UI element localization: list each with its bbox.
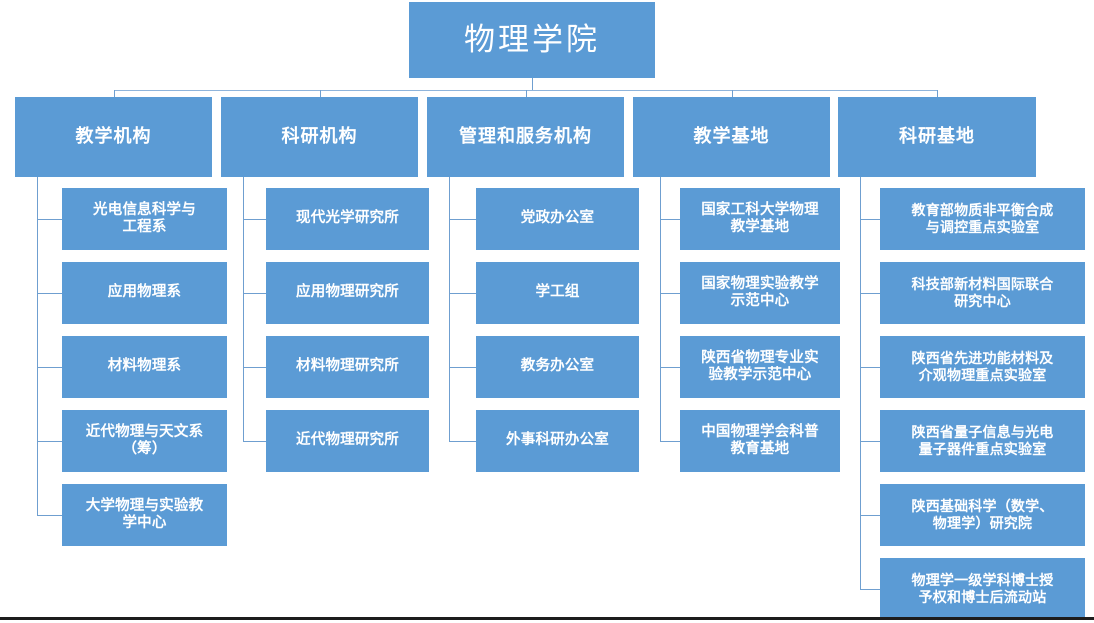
header-drop-connector-1 xyxy=(114,90,115,97)
child-node-4-4-label: 中国物理学会科普教育基地 xyxy=(701,423,819,457)
child-node-5-2-label: 科技部新材料国际联合研究中心 xyxy=(911,276,1054,309)
child-stub-2-3 xyxy=(243,367,266,368)
branch-trunk-3 xyxy=(449,177,450,441)
child-stub-2-4 xyxy=(243,441,266,442)
child-stub-1-5 xyxy=(37,515,62,516)
header-drop-connector-2 xyxy=(320,90,321,97)
child-stub-5-2 xyxy=(860,293,880,294)
child-stub-4-4 xyxy=(660,441,680,442)
child-stub-3-2 xyxy=(449,293,476,294)
child-node-4-2-label: 国家物理实验教学示范中心 xyxy=(701,275,819,309)
child-stub-1-4 xyxy=(37,441,62,442)
child-node-5-1-label: 教育部物质非平衡合成与调控重点实验室 xyxy=(911,202,1054,235)
child-node-1-4[interactable]: 近代物理与天文系（筹） xyxy=(62,410,227,472)
branch-header-3[interactable]: 管理和服务机构 xyxy=(427,97,624,177)
header-drop-connector-5 xyxy=(937,90,938,97)
header-drop-connector-3 xyxy=(526,90,527,97)
child-stub-5-4 xyxy=(860,441,880,442)
header-bus-connector xyxy=(114,90,937,91)
child-node-4-1-label: 国家工科大学物理教学基地 xyxy=(701,201,819,235)
branch-header-5-label: 科研基地 xyxy=(899,126,975,147)
child-stub-5-1 xyxy=(860,219,880,220)
child-node-1-5[interactable]: 大学物理与实验教学中心 xyxy=(62,484,227,546)
child-node-3-1-label: 党政办公室 xyxy=(520,210,595,227)
child-node-4-3[interactable]: 陕西省物理专业实验教学示范中心 xyxy=(680,336,840,398)
branch-header-1-label: 教学机构 xyxy=(75,126,152,147)
child-node-1-2-label: 应用物理系 xyxy=(107,284,182,301)
branch-trunk-2 xyxy=(243,177,244,441)
child-stub-1-1 xyxy=(37,219,62,220)
branch-header-2-label: 科研机构 xyxy=(281,126,358,147)
branch-trunk-5 xyxy=(860,177,861,589)
child-node-5-6[interactable]: 物理学一级学科博士授予权和博士后流动站 xyxy=(880,558,1085,620)
child-node-2-1[interactable]: 现代光学研究所 xyxy=(266,188,429,250)
child-stub-3-3 xyxy=(449,367,476,368)
child-node-2-2-label: 应用物理研究所 xyxy=(296,284,399,301)
branch-header-1[interactable]: 教学机构 xyxy=(15,97,212,177)
child-stub-2-2 xyxy=(243,293,266,294)
header-drop-connector-4 xyxy=(732,90,733,97)
child-stub-4-1 xyxy=(660,219,680,220)
child-stub-1-2 xyxy=(37,293,62,294)
child-node-1-1[interactable]: 光电信息科学与工程系 xyxy=(62,188,227,250)
child-node-5-1[interactable]: 教育部物质非平衡合成与调控重点实验室 xyxy=(880,188,1085,250)
branch-trunk-4 xyxy=(660,177,661,441)
child-node-2-3-label: 材料物理研究所 xyxy=(296,358,399,375)
branch-header-4[interactable]: 教学基地 xyxy=(633,97,830,177)
child-node-3-2[interactable]: 学工组 xyxy=(476,262,639,324)
child-node-2-3[interactable]: 材料物理研究所 xyxy=(266,336,429,398)
child-stub-1-3 xyxy=(37,367,62,368)
child-node-5-3-label: 陕西省先进功能材料及介观物理重点实验室 xyxy=(911,350,1054,383)
child-node-2-4[interactable]: 近代物理研究所 xyxy=(266,410,429,472)
child-node-1-4-label: 近代物理与天文系（筹） xyxy=(85,423,204,457)
branch-trunk-1 xyxy=(37,177,38,515)
child-node-3-2-label: 学工组 xyxy=(535,284,580,301)
child-node-1-3-label: 材料物理系 xyxy=(107,358,182,375)
child-node-3-4[interactable]: 外事科研办公室 xyxy=(476,410,639,472)
child-stub-3-4 xyxy=(449,441,476,442)
child-stub-5-3 xyxy=(860,367,880,368)
child-node-4-2[interactable]: 国家物理实验教学示范中心 xyxy=(680,262,840,324)
child-stub-3-1 xyxy=(449,219,476,220)
child-node-1-5-label: 大学物理与实验教学中心 xyxy=(85,497,204,531)
branch-header-4-label: 教学基地 xyxy=(693,126,770,147)
child-node-1-2[interactable]: 应用物理系 xyxy=(62,262,227,324)
child-stub-4-2 xyxy=(660,293,680,294)
bottom-divider xyxy=(0,617,1094,620)
child-node-3-3[interactable]: 教务办公室 xyxy=(476,336,639,398)
child-stub-5-6 xyxy=(860,589,880,590)
child-node-5-6-label: 物理学一级学科博士授予权和博士后流动站 xyxy=(911,572,1054,605)
child-node-2-1-label: 现代光学研究所 xyxy=(296,210,399,227)
child-node-5-4-label: 陕西省量子信息与光电量子器件重点实验室 xyxy=(911,424,1054,457)
root-drop-connector xyxy=(532,78,533,90)
child-node-3-4-label: 外事科研办公室 xyxy=(506,432,609,449)
child-node-5-4[interactable]: 陕西省量子信息与光电量子器件重点实验室 xyxy=(880,410,1085,472)
child-node-4-4[interactable]: 中国物理学会科普教育基地 xyxy=(680,410,840,472)
child-node-4-1[interactable]: 国家工科大学物理教学基地 xyxy=(680,188,840,250)
child-node-2-4-label: 近代物理研究所 xyxy=(296,432,399,449)
child-node-5-3[interactable]: 陕西省先进功能材料及介观物理重点实验室 xyxy=(880,336,1085,398)
child-node-3-3-label: 教务办公室 xyxy=(520,358,595,375)
child-node-1-3[interactable]: 材料物理系 xyxy=(62,336,227,398)
child-node-2-2[interactable]: 应用物理研究所 xyxy=(266,262,429,324)
child-node-5-5[interactable]: 陕西基础科学（数学、物理学）研究院 xyxy=(880,484,1085,546)
root-node-physics-school-label: 物理学院 xyxy=(464,21,600,57)
child-node-1-1-label: 光电信息科学与工程系 xyxy=(93,201,196,235)
child-stub-2-1 xyxy=(243,219,266,220)
root-node-physics-school[interactable]: 物理学院 xyxy=(409,2,655,78)
branch-header-3-label: 管理和服务机构 xyxy=(459,126,592,147)
child-node-3-1[interactable]: 党政办公室 xyxy=(476,188,639,250)
child-node-4-3-label: 陕西省物理专业实验教学示范中心 xyxy=(701,349,819,383)
child-node-5-5-label: 陕西基础科学（数学、物理学）研究院 xyxy=(911,498,1054,531)
child-stub-5-5 xyxy=(860,515,880,516)
child-stub-4-3 xyxy=(660,367,680,368)
branch-header-5[interactable]: 科研基地 xyxy=(838,97,1036,177)
branch-header-2[interactable]: 科研机构 xyxy=(221,97,418,177)
child-node-5-2[interactable]: 科技部新材料国际联合研究中心 xyxy=(880,262,1085,324)
